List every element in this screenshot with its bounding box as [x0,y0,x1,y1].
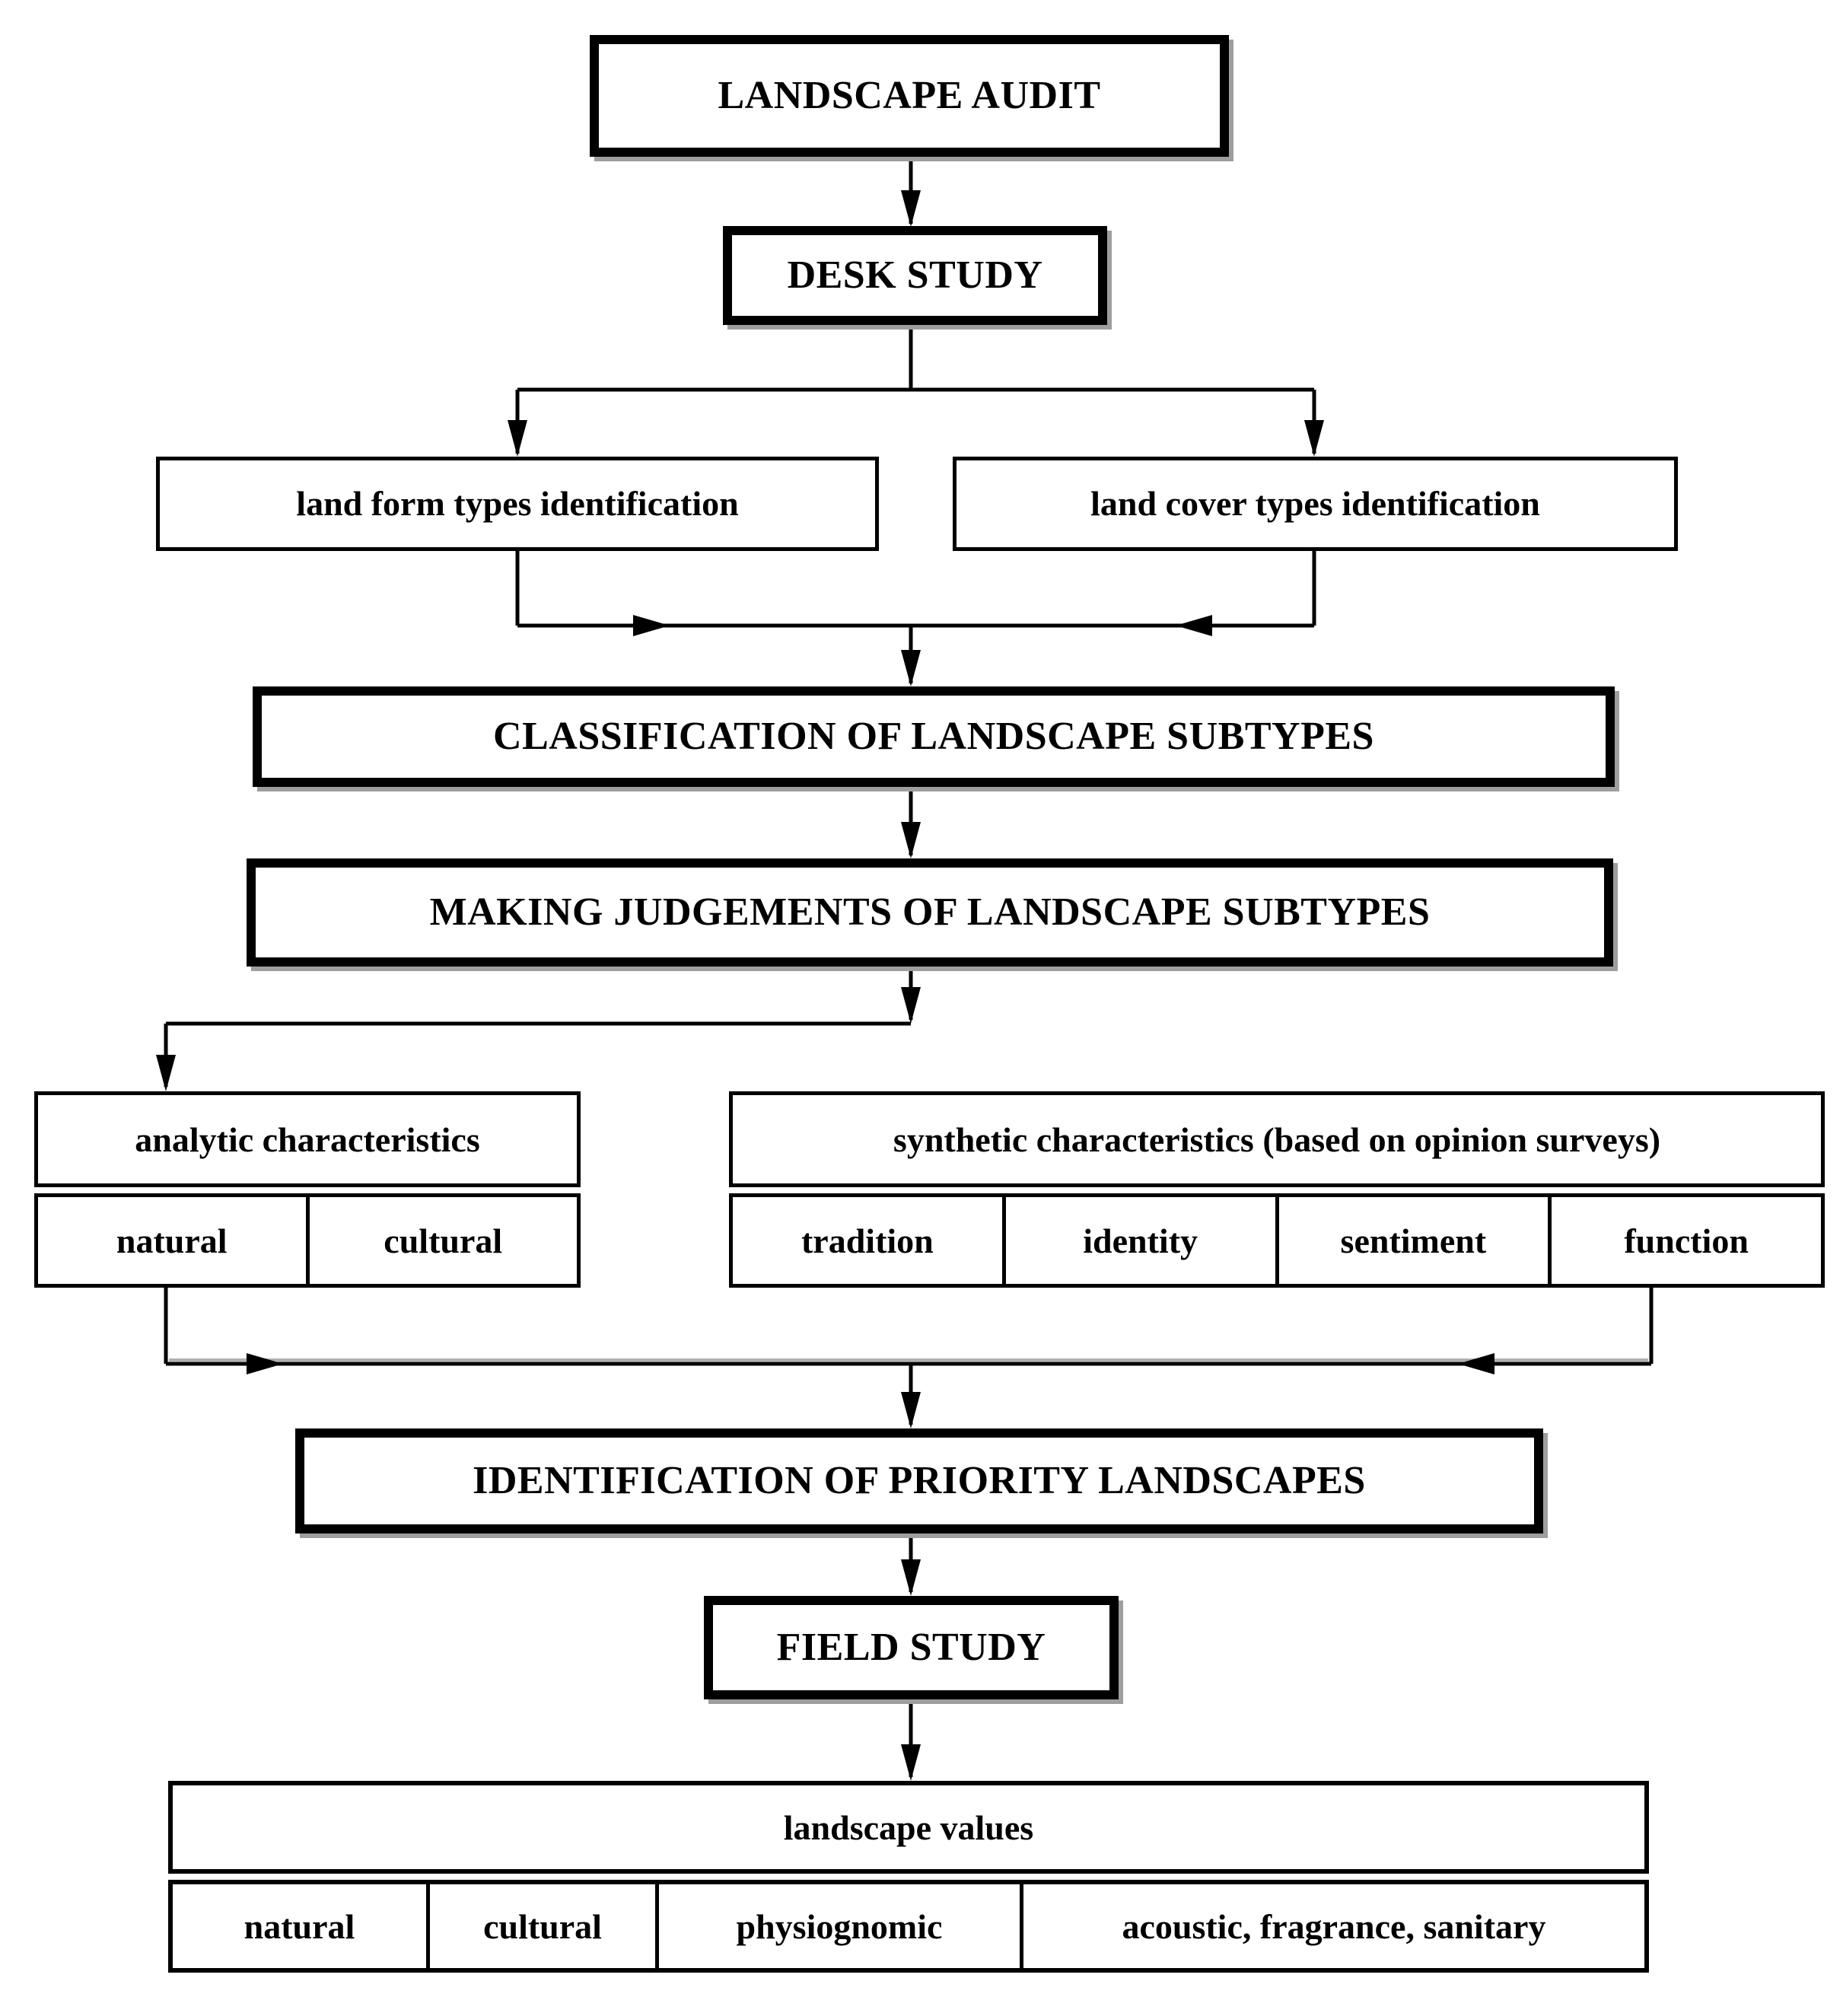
synthetic-characteristics-header-label: synthetic characteristics (based on opin… [893,1119,1661,1159]
analytic-characteristics-row: natural cultural [34,1193,581,1288]
synthetic-cell-tradition: tradition [733,1197,1006,1284]
arrow-judgements-to-analytic [156,967,921,1091]
landscape-values-row: natural cultural physiognomic acoustic, … [168,1880,1649,1973]
node-desk-study: DESK STUDY [723,226,1107,325]
analytic-cell-cultural: cultural [310,1197,578,1284]
values-cell-physiognomic: physiognomic [659,1884,1023,1968]
values-cell-physiognomic-label: physiognomic [736,1906,943,1946]
node-classification-subtypes: CLASSIFICATION OF LANDSCAPE SUBTYPES [253,686,1615,787]
arrow-audit-to-desk [901,157,921,227]
synthetic-characteristics-row: tradition identity sentiment function [729,1193,1825,1288]
values-cell-cultural-label: cultural [483,1906,602,1946]
arrow-merge-to-classification [515,551,1316,686]
synthetic-cell-sentiment: sentiment [1279,1197,1552,1284]
node-desk-study-label: DESK STUDY [787,253,1043,297]
landscape-values-table: landscape values natural cultural physio… [168,1781,1649,1973]
node-land-form-types: land form types identification [156,457,879,551]
analytic-cell-natural-label: natural [116,1221,228,1260]
synthetic-cell-tradition-label: tradition [801,1221,934,1260]
node-priority-landscapes-label: IDENTIFICATION OF PRIORITY LANDSCAPES [473,1458,1366,1502]
landscape-values-header: landscape values [168,1781,1649,1874]
node-land-cover-types: land cover types identification [953,457,1678,551]
synthetic-characteristics-header: synthetic characteristics (based on opin… [729,1091,1825,1187]
synthetic-cell-identity-label: identity [1083,1221,1198,1260]
synthetic-characteristics-table: synthetic characteristics (based on opin… [729,1091,1825,1288]
node-field-study: FIELD STUDY [704,1596,1119,1699]
values-cell-cultural: cultural [430,1884,660,1968]
synthetic-cell-identity: identity [1006,1197,1279,1284]
synthetic-cell-sentiment-label: sentiment [1340,1221,1487,1260]
landscape-values-header-label: landscape values [783,1807,1034,1847]
synthetic-cell-function-label: function [1624,1221,1749,1260]
analytic-characteristics-table: analytic characteristics natural cultura… [34,1091,581,1288]
synthetic-cell-function: function [1552,1197,1821,1284]
node-judgements-subtypes-label: MAKING JUDGEMENTS OF LANDSCAPE SUBTYPES [429,890,1431,934]
node-landscape-audit-label: LANDSCAPE AUDIT [718,73,1101,117]
analytic-characteristics-header: analytic characteristics [34,1091,581,1187]
node-field-study-label: FIELD STUDY [776,1625,1046,1669]
node-classification-subtypes-label: CLASSIFICATION OF LANDSCAPE SUBTYPES [493,714,1374,758]
node-judgements-subtypes: MAKING JUDGEMENTS OF LANDSCAPE SUBTYPES [247,858,1613,967]
values-cell-acoustic-fragrance-sanitary: acoustic, fragrance, sanitary [1023,1884,1644,1968]
values-cell-natural-label: natural [244,1906,355,1946]
arrow-field-to-values [901,1699,921,1781]
arrow-classification-to-judgements [901,787,921,858]
node-landscape-audit: LANDSCAPE AUDIT [590,35,1229,157]
arrow-desk-split [508,325,1324,457]
node-land-form-types-label: land form types identification [296,483,739,523]
node-land-cover-types-label: land cover types identification [1090,483,1540,523]
analytic-characteristics-header-label: analytic characteristics [135,1119,480,1159]
node-priority-landscapes: IDENTIFICATION OF PRIORITY LANDSCAPES [295,1428,1543,1533]
arrow-priority-to-field [901,1533,921,1596]
analytic-cell-cultural-label: cultural [384,1221,503,1260]
values-cell-acoustic-fragrance-sanitary-label: acoustic, fragrance, sanitary [1122,1906,1546,1946]
arrow-merge-to-priority [164,1288,1654,1428]
values-cell-natural: natural [173,1884,430,1968]
analytic-cell-natural: natural [38,1197,310,1284]
